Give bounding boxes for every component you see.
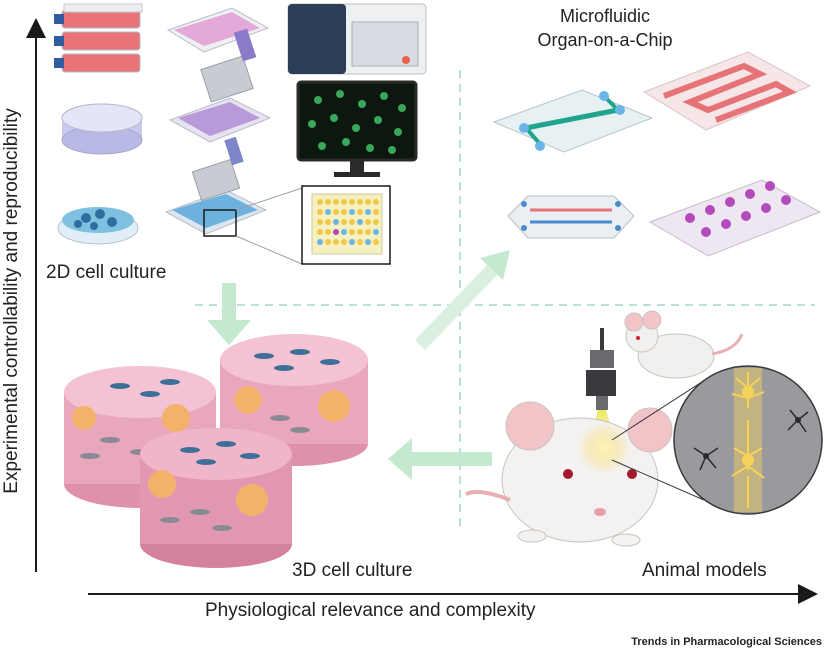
zoom-lines-neurons: [611, 377, 709, 501]
well-plate-icon: [166, 7, 270, 53]
zoom-lines: [235, 187, 303, 265]
well-plate-zoom-inset: [301, 185, 391, 265]
chip-serpentine-red-icon: [642, 51, 812, 131]
multichannel-pipette-icon: [164, 136, 268, 237]
culture-flask-stack-icon: [54, 3, 143, 73]
label-organ-chip: Organ-on-a-Chip: [537, 30, 673, 50]
label-3d-cell-culture: 3D cell culture: [292, 560, 413, 581]
journal-credit: Trends in Pharmacological Sciences: [631, 636, 822, 648]
pipette-well-plate-icon: [168, 28, 272, 143]
label-2d-cell-culture: 2D cell culture: [46, 262, 167, 283]
lab-rat-icon: [465, 401, 673, 547]
arrow-2d-to-3d: [207, 283, 251, 345]
chip-channel-teal-icon: [492, 89, 654, 153]
microscopy-monitor-icon: [296, 80, 418, 177]
neuron-zoom-circle: [673, 365, 823, 515]
scaffold-cylinder-front: [140, 428, 292, 568]
arrow-animal-to-3d: [388, 438, 492, 480]
empty-petri-dish-icon: [61, 103, 143, 155]
chip-parallel-channels-icon: [507, 195, 635, 239]
cell-petri-dish-icon: [57, 207, 139, 245]
label-microfluidic: Microfluidic: [559, 6, 651, 26]
arrow-3d-to-chip: [415, 250, 510, 350]
y-axis-label: Experimental controllability and reprodu…: [1, 108, 22, 494]
label-animal-models: Animal models: [642, 560, 767, 581]
chip-purple-wells-icon: [648, 179, 822, 257]
small-mouse-icon: [624, 310, 744, 379]
x-axis-label: Physiological relevance and complexity: [205, 600, 536, 621]
label-organ-on-a-chip: Microfluidic Organ-on-a-Chip: [505, 4, 705, 52]
plate-reader-instrument-icon: [287, 3, 427, 75]
